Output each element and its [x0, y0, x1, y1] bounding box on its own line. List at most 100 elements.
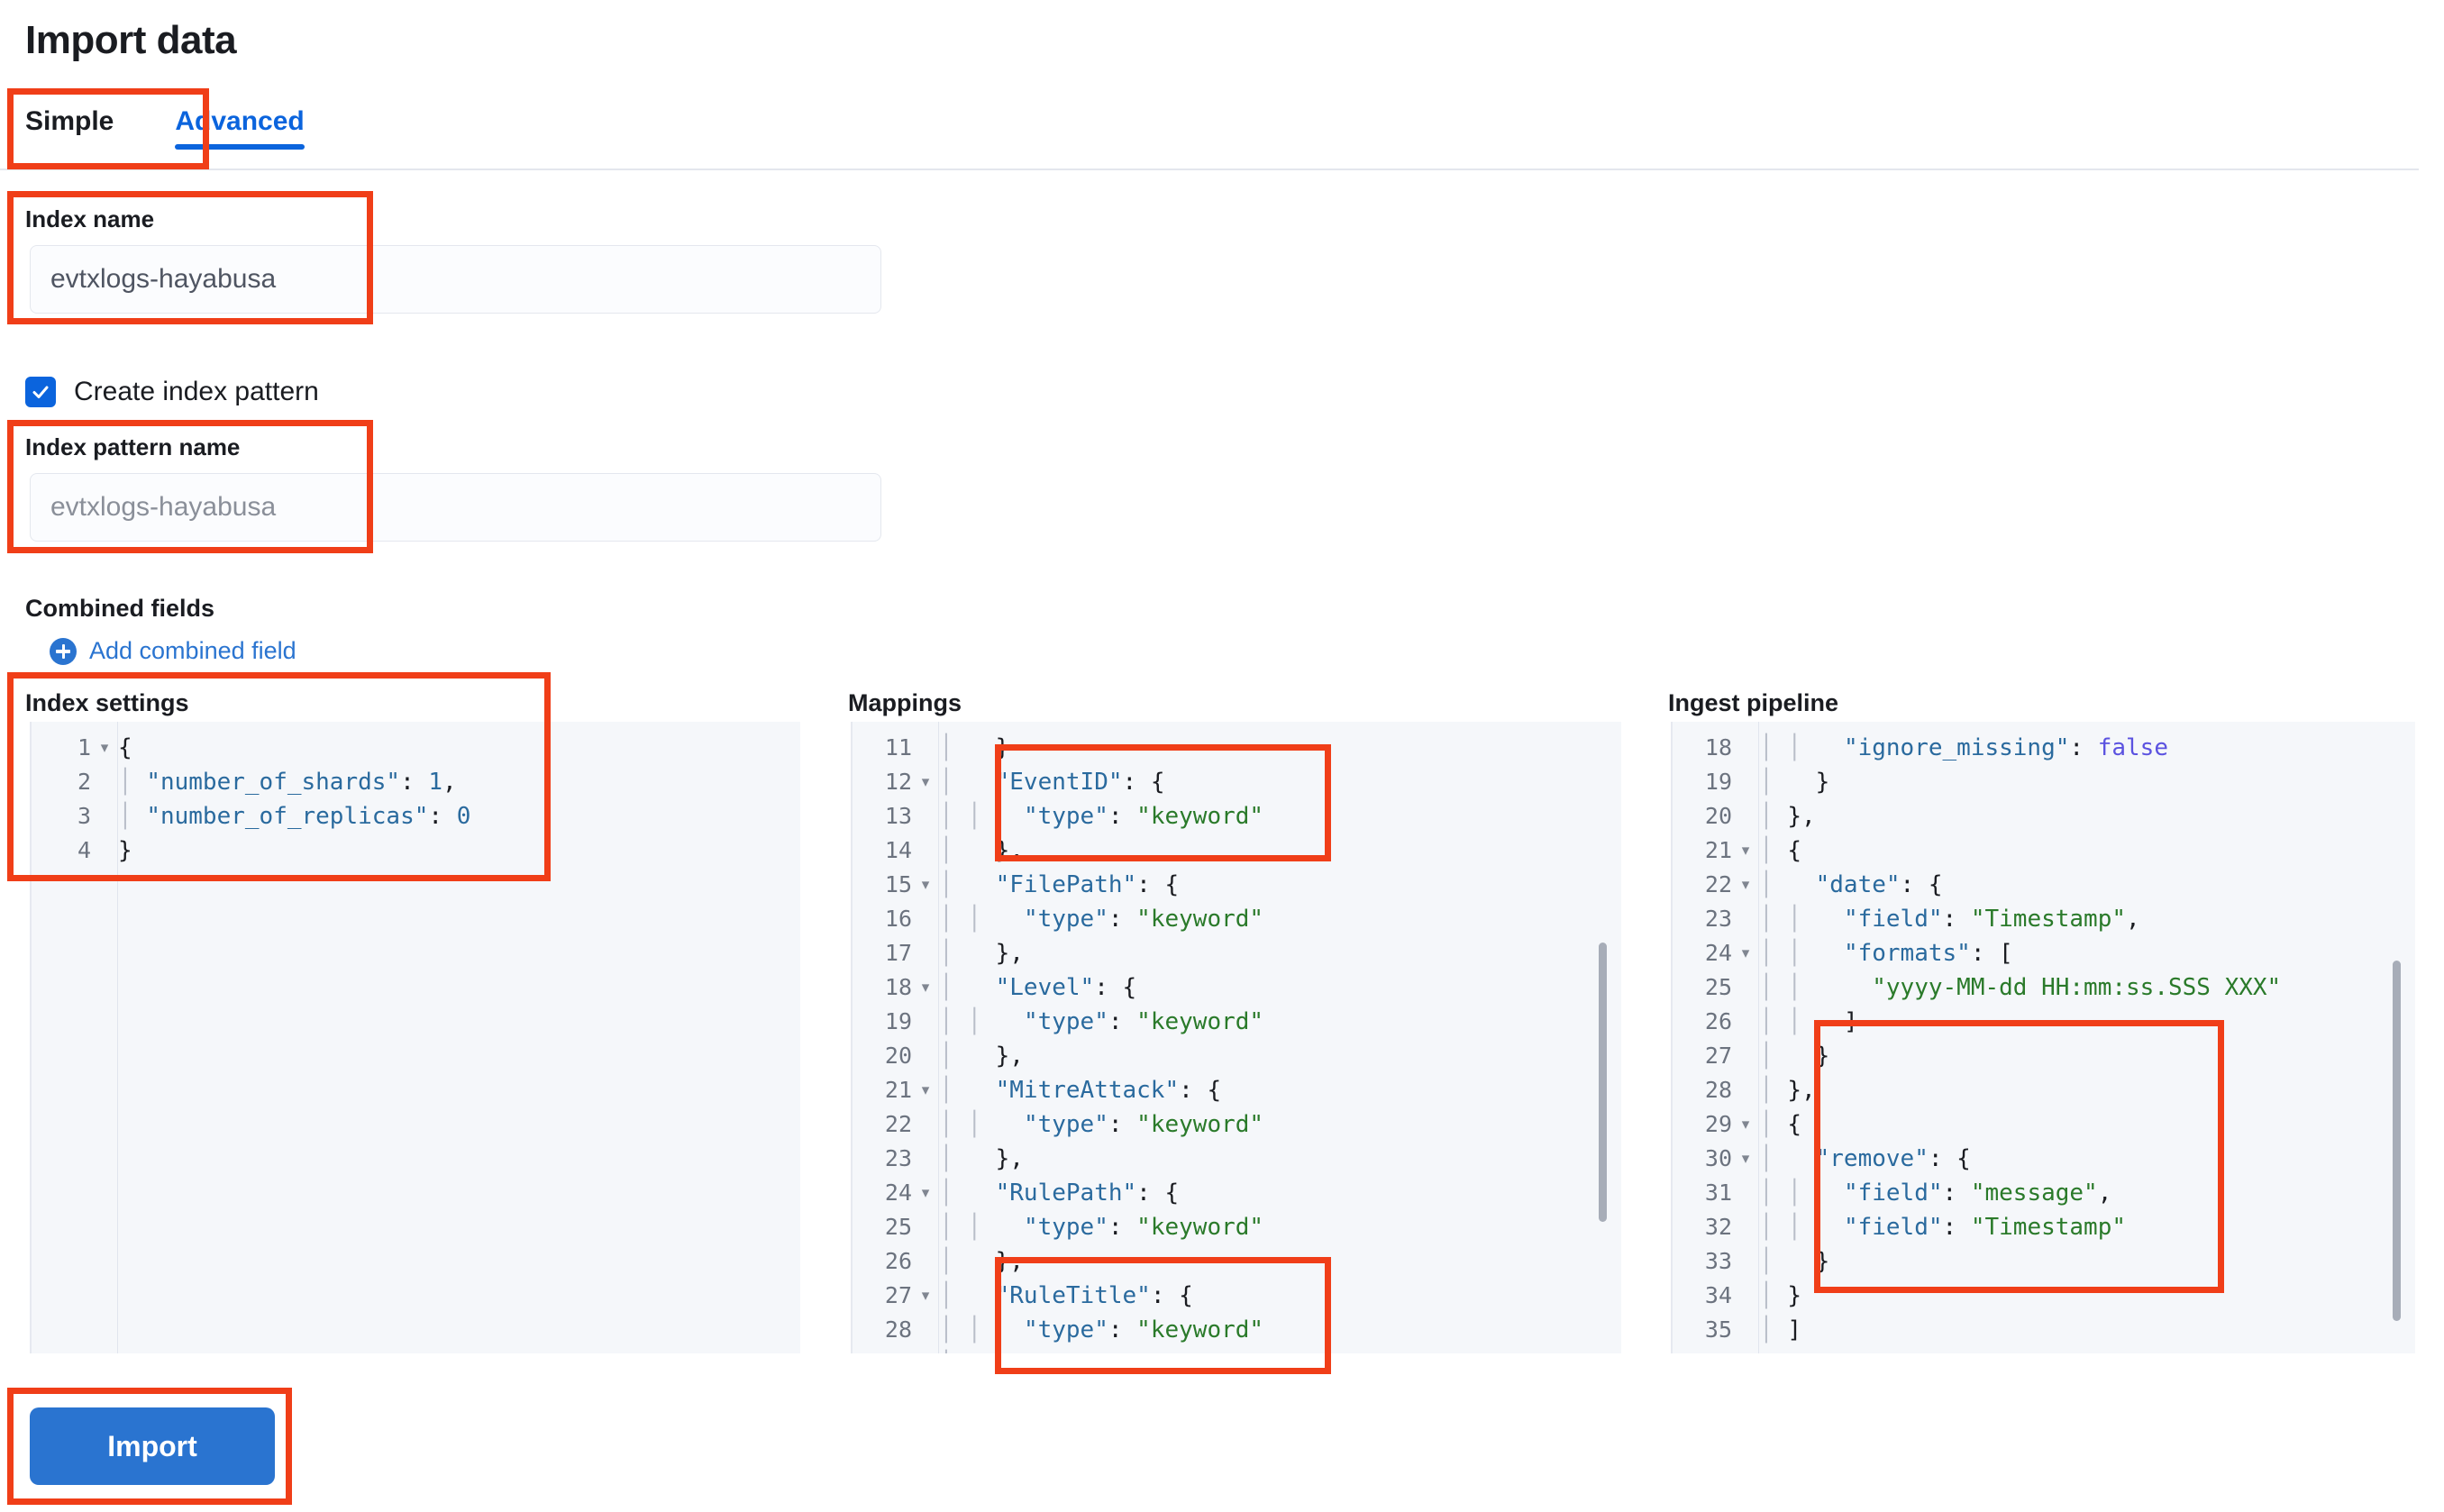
- fold-toggle-icon[interactable]: ▾: [921, 876, 930, 893]
- code-line[interactable]: │ "Level": {: [939, 974, 1137, 1001]
- tab-simple[interactable]: Simple: [25, 106, 114, 136]
- create-index-pattern-checkbox[interactable]: [25, 377, 56, 407]
- create-index-pattern-row[interactable]: Create index pattern: [25, 377, 319, 407]
- ingest-pipeline-title: Ingest pipeline: [1668, 689, 1839, 716]
- code-line[interactable]: │ },: [939, 1347, 1621, 1353]
- code-line[interactable]: │ "FilePath": {: [939, 871, 1180, 898]
- code-line[interactable]: │ │ "field": "message",: [1759, 1180, 2112, 1207]
- code-line[interactable]: │ "RuleTitle": {: [939, 1282, 1193, 1309]
- code-line[interactable]: │ "number_of_replicas": 0: [118, 803, 471, 830]
- code-line[interactable]: │ {: [1759, 1111, 1801, 1138]
- code-line[interactable]: │ │ "type": "keyword": [939, 1111, 1264, 1138]
- code-line[interactable]: }: [1759, 1347, 2415, 1353]
- fold-toggle-icon[interactable]: ▾: [921, 1081, 930, 1098]
- fold-toggle-icon[interactable]: ▾: [1741, 842, 1750, 859]
- fold-toggle-icon[interactable]: ▾: [1741, 1116, 1750, 1133]
- code-line[interactable]: │ │ "yyyy-MM-dd HH:mm:ss.SSS XXX": [1759, 974, 2282, 1001]
- code-line[interactable]: │ │ "type": "keyword": [939, 1316, 1264, 1343]
- index-name-input[interactable]: evtxlogs-hayabusa: [30, 245, 881, 314]
- code-area[interactable]: { │ "number_of_shards": 1, │ "number_of_re…: [118, 722, 800, 1353]
- line-number: 12: [884, 769, 912, 795]
- line-number: 27: [1704, 1043, 1732, 1069]
- code-line[interactable]: │ }: [1759, 1043, 1830, 1070]
- code-line[interactable]: {: [118, 734, 132, 761]
- code-line[interactable]: │ │ "ignore_missing": false: [1759, 734, 2168, 761]
- add-combined-field-button[interactable]: Add combined field: [50, 637, 296, 665]
- line-number: 14: [884, 837, 912, 863]
- fold-toggle-icon[interactable]: ▾: [100, 739, 109, 756]
- code-line[interactable]: │ │ "field": "Timestamp": [1759, 1214, 2127, 1241]
- fold-toggle-icon[interactable]: ▾: [921, 1287, 930, 1304]
- line-number: 18: [884, 974, 912, 1000]
- code-line[interactable]: │ },: [1759, 803, 1816, 830]
- code-line[interactable]: │ "MitreAttack": {: [939, 1077, 1222, 1104]
- line-number: 23: [1704, 906, 1732, 932]
- code-line[interactable]: │ {: [1759, 837, 1801, 864]
- index-pattern-name-input[interactable]: evtxlogs-hayabusa: [30, 473, 881, 542]
- line-number: 28: [884, 1316, 912, 1343]
- code-line[interactable]: │ │ "field": "Timestamp",: [1759, 906, 2140, 933]
- index-settings-title: Index settings: [25, 689, 189, 716]
- line-number: 27: [884, 1282, 912, 1308]
- code-line[interactable]: │ "EventID": {: [939, 769, 1165, 796]
- fold-toggle-icon[interactable]: ▾: [1741, 1150, 1750, 1167]
- fold-toggle-icon[interactable]: ▾: [921, 1184, 930, 1201]
- fold-toggle-icon[interactable]: ▾: [1741, 944, 1750, 961]
- code-line[interactable]: │ │ "type": "keyword": [939, 803, 1264, 830]
- code-line[interactable]: │ "RulePath": {: [939, 1180, 1180, 1207]
- line-number: 20: [1704, 803, 1732, 829]
- code-line[interactable]: │ │ "formats": [: [1759, 940, 2013, 967]
- code-line[interactable]: │ ]: [1759, 1316, 1801, 1343]
- code-line[interactable]: │ │ "type": "keyword": [939, 906, 1264, 933]
- import-button[interactable]: Import: [30, 1407, 275, 1485]
- code-line[interactable]: │ │ "type": "keyword": [939, 1214, 1264, 1241]
- code-line[interactable]: │ },: [939, 1248, 1024, 1275]
- code-line[interactable]: │ "date": {: [1759, 871, 1943, 898]
- code-line[interactable]: │ │ "type": "keyword": [939, 1008, 1264, 1035]
- line-number: 24: [884, 1180, 912, 1206]
- tab-advanced[interactable]: Advanced: [144, 99, 334, 157]
- code-line[interactable]: │ }: [1759, 769, 1830, 796]
- code-line[interactable]: │ },: [939, 940, 1024, 967]
- fold-toggle-icon[interactable]: ▾: [1741, 876, 1750, 893]
- line-number: 11: [884, 734, 912, 761]
- fold-toggle-icon[interactable]: ▾: [921, 979, 930, 996]
- mappings-scrollbar[interactable]: [1599, 943, 1607, 1222]
- code-line[interactable]: │ }: [1759, 1248, 1830, 1275]
- code-area[interactable]: │ │ "ignore_missing": false │ } │ }, │ { │ "…: [1759, 722, 2415, 1353]
- line-number: 26: [884, 1248, 912, 1274]
- code-line[interactable]: }: [118, 837, 132, 864]
- code-line[interactable]: │ },: [939, 1145, 1024, 1172]
- code-line[interactable]: │ }: [939, 734, 1010, 761]
- line-number: 21: [1704, 837, 1732, 863]
- line-number: 29: [853, 1347, 912, 1353]
- index-name-label: Index name: [25, 205, 155, 232]
- line-number: 35: [1704, 1316, 1732, 1343]
- code-line[interactable]: │ "number_of_shards": 1,: [118, 769, 457, 796]
- code-line[interactable]: │ },: [939, 837, 1024, 864]
- code-area[interactable]: │ } │ "EventID": { │ │ "type": "keyword" │ …: [939, 722, 1621, 1353]
- line-number: 26: [1704, 1008, 1732, 1034]
- line-number: 29: [1704, 1111, 1732, 1137]
- code-line[interactable]: │ },: [939, 1043, 1024, 1070]
- line-number: 30: [1704, 1145, 1732, 1171]
- page-title: Import data: [25, 18, 237, 62]
- line-number: 16: [884, 906, 912, 932]
- code-line[interactable]: │ "remove": {: [1759, 1145, 1971, 1172]
- create-index-pattern-label: Create index pattern: [74, 377, 319, 406]
- ingest-pipeline-scrollbar[interactable]: [2393, 961, 2401, 1321]
- code-line[interactable]: │ │ ]: [1759, 1008, 1858, 1035]
- line-number: 18: [1704, 734, 1732, 761]
- line-number: 25: [884, 1214, 912, 1240]
- line-number: 31: [1704, 1180, 1732, 1206]
- plus-circle-icon: [50, 637, 77, 665]
- code-line[interactable]: │ }: [1759, 1282, 1801, 1309]
- code-line[interactable]: │ },: [1759, 1077, 1816, 1104]
- fold-toggle-icon[interactable]: ▾: [921, 773, 930, 790]
- line-number: 15: [884, 871, 912, 897]
